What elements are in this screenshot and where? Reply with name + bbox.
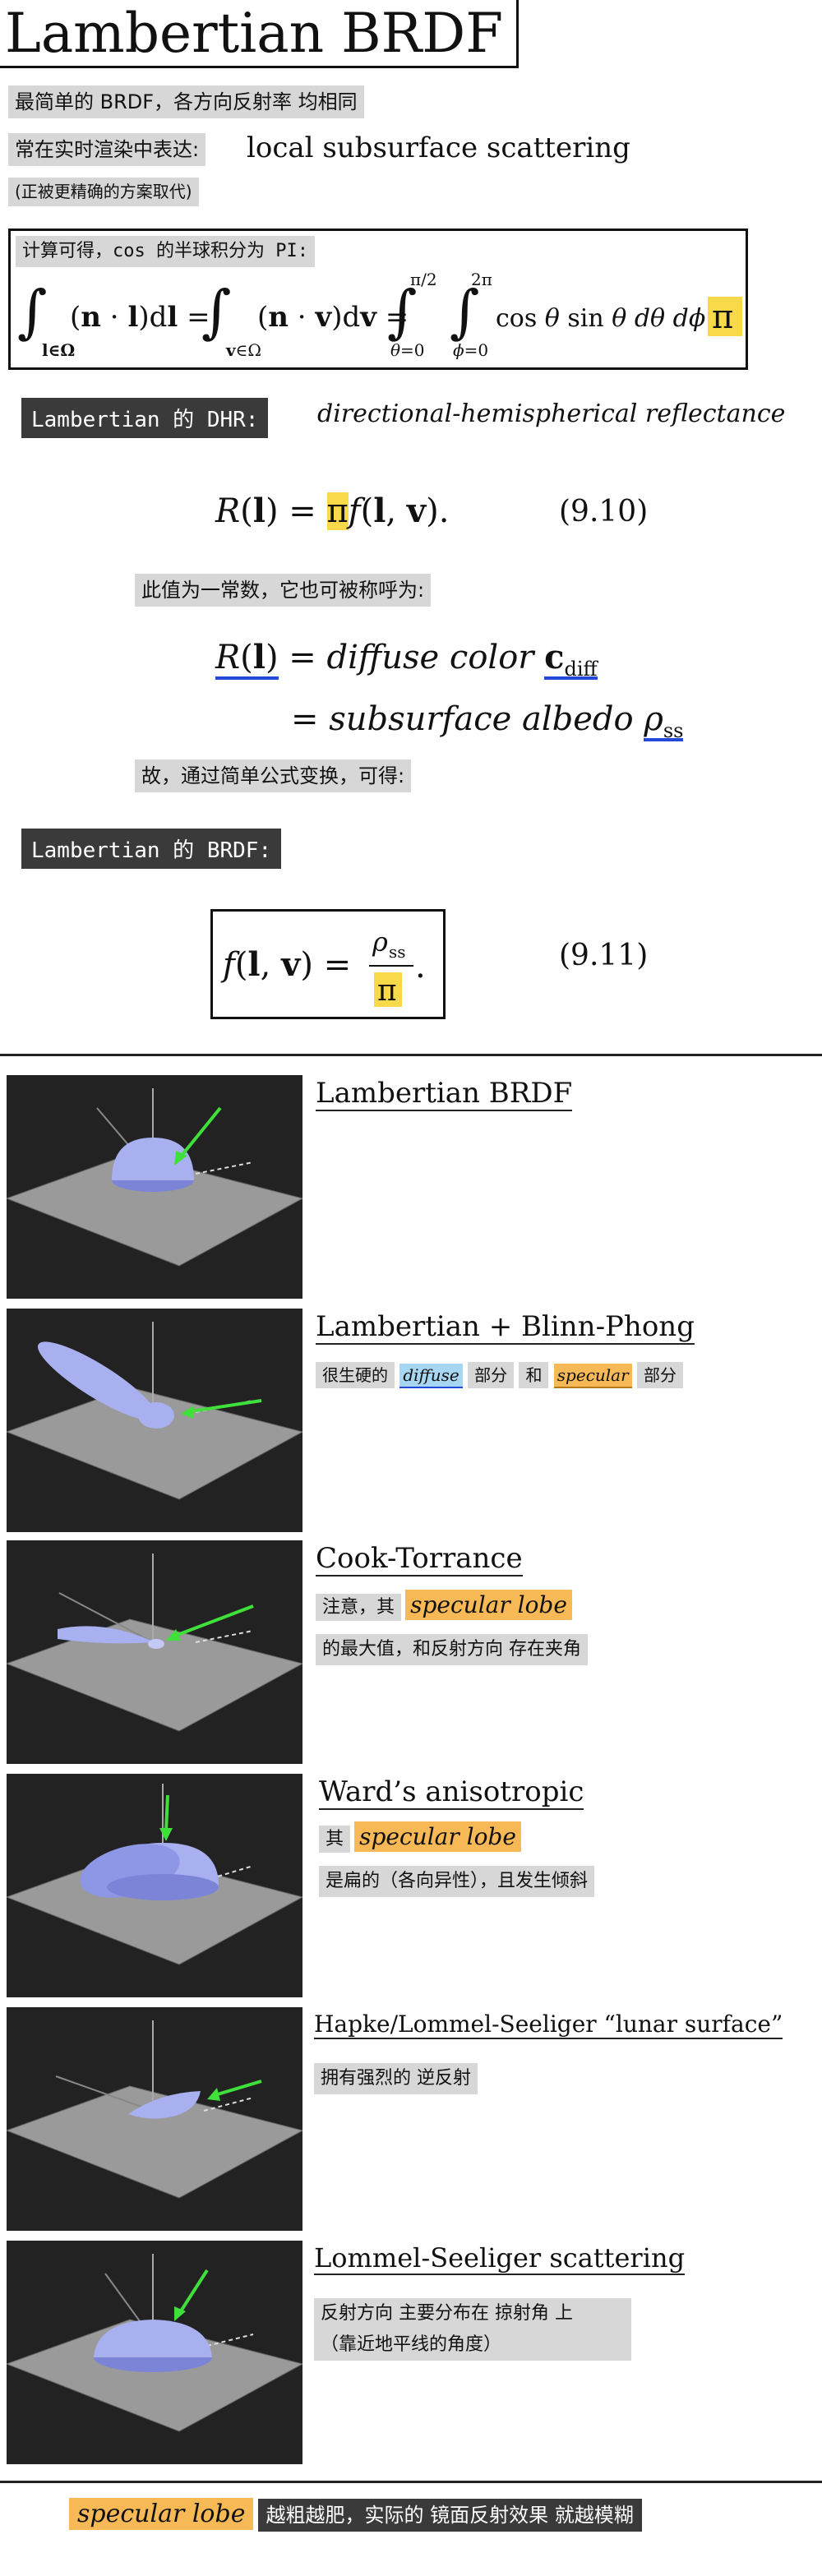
section-divider (0, 1054, 822, 1056)
integral-equation: ∫ l∈Ω (n · l)dl = ∫ v∈Ω (n · v)dv = ∫ π/… (17, 270, 742, 360)
svg-text:l∈Ω: l∈Ω (42, 340, 75, 360)
svg-text:π/2: π/2 (410, 270, 437, 289)
note-2-part-6: 部分 (637, 1362, 684, 1388)
rho-symbol: ρ (644, 700, 663, 738)
eq-number-9-11: (9.11) (559, 939, 649, 972)
note-4-prefix: 其 (319, 1826, 351, 1853)
svg-text:θ=0: θ=0 (390, 340, 425, 360)
equation-9-11-box: f(l, v) = ρ ss π . (210, 909, 446, 1019)
dhr-text: directional-hemispherical reflectance (317, 399, 786, 428)
rho-subscript: ss (663, 719, 684, 742)
constant-note: 此值为一常数，它也可被称呼为: (135, 574, 432, 607)
diffuse-color-text: diffuse color (326, 639, 534, 676)
equation-9-10: R(l) = πf(l, v). (215, 492, 450, 530)
integral-label: 计算可得，cos 的半球积分为 PI: (16, 236, 315, 267)
note-3-prefix: 注意，其 (316, 1594, 402, 1621)
footer-divider (0, 2481, 822, 2483)
cdiff-subscript: diff (564, 658, 598, 681)
svg-text:(n · v)dv =: (n · v)dv = (257, 301, 409, 334)
note-2-part-3: 部分 (468, 1362, 515, 1388)
brdf-label: Lambertian 的 BRDF: (21, 829, 282, 869)
svg-text:cos θ sin θ dθ dϕ =: cos θ sin θ dθ dϕ = (496, 304, 734, 333)
model-note-5: 拥有强烈的 逆反射 (314, 2063, 478, 2094)
thumb-ward-anisotropic (7, 1774, 302, 1997)
intro-line-2-tail: local subsurface scattering (247, 132, 630, 164)
equation-diffuse-color: R(l) = diffuse color cdiff (215, 638, 598, 681)
intro-line-3: (正被更精确的方案取代) (8, 178, 199, 206)
thumb-blinn-phong (7, 1309, 302, 1532)
svg-text:2π: 2π (471, 270, 492, 289)
model-note-4b: 是扁的（各向异性），且发生倾斜 (319, 1866, 595, 1897)
derive-note: 故，通过简单公式变换，可得: (135, 759, 412, 793)
integral-box: 计算可得，cos 的半球积分为 PI: ∫ l∈Ω (n · l)dl = ∫ … (8, 229, 748, 370)
note-2-specular: specular (553, 1364, 632, 1388)
thumb-cook-torrance (7, 1540, 302, 1764)
svg-text:v∈Ω: v∈Ω (225, 340, 261, 360)
svg-text:ϕ=0: ϕ=0 (453, 340, 488, 360)
model-title-1: Lambertian BRDF (316, 1077, 573, 1111)
svg-text:ss: ss (389, 942, 406, 962)
model-note-3b: 的最大值，和反射方向 存在夹角 (316, 1634, 588, 1665)
thumb-lambertian (7, 1075, 302, 1299)
footer-text: 越粗越肥，实际的 镜面反射效果 就越模糊 (257, 2499, 642, 2532)
svg-text:.: . (415, 948, 426, 986)
eq-number-9-10: (9.10) (559, 495, 649, 529)
footer-specular-lobe: specular lobe (69, 2498, 254, 2530)
model-title-4: Ward’s anisotropic (319, 1775, 584, 1810)
equation-subsurface-albedo: = subsurface albedo ρss (291, 700, 684, 742)
thumb-hapke-lunar (7, 2007, 302, 2231)
svg-text:f(l, v) =: f(l, v) = (220, 945, 351, 984)
integral-pi: π (712, 298, 733, 336)
subsurface-albedo-text: subsurface albedo (329, 700, 634, 738)
note-3-specular-lobe: specular lobe (405, 1590, 572, 1620)
intro-line-1: 最简单的 BRDF，各方向反射率 均相同 (8, 85, 364, 119)
footer-note: specular lobe 越粗越肥，实际的 镜面反射效果 就越模糊 (69, 2498, 642, 2532)
svg-text:∫: ∫ (201, 278, 231, 345)
page-title: Lambertian BRDF (0, 0, 519, 68)
note-4-specular-lobe: specular lobe (354, 1821, 521, 1852)
model-note-4a: 其 specular lobe (319, 1821, 521, 1853)
model-note-6b: （靠近地平线的角度） (314, 2329, 631, 2361)
model-note-3a: 注意，其 specular lobe (316, 1590, 572, 1621)
svg-text:(n · l)dl =: (n · l)dl = (70, 301, 210, 334)
svg-text:ρ: ρ (372, 926, 388, 958)
intro-line-2: 常在实时渲染中表达: (8, 133, 206, 167)
model-title-3: Cook-Torrance (316, 1542, 523, 1577)
model-title-6: Lommel-Seeliger scattering (314, 2242, 686, 2275)
model-title-5: Hapke/Lommel-Seeliger “lunar surface” (314, 2010, 783, 2039)
svg-text:π: π (377, 974, 397, 1008)
model-note-2: 很生硬的 diffuse 部分 和 specular 部分 (316, 1362, 684, 1388)
note-2-diffuse: diffuse (399, 1364, 463, 1388)
svg-text:∫: ∫ (17, 278, 47, 345)
svg-text:∫: ∫ (450, 278, 479, 345)
model-note-6a: 反射方向 主要分布在 掠射角 上 (314, 2298, 631, 2329)
cdiff-symbol: c (544, 638, 565, 676)
note-2-part-4: 和 (519, 1362, 549, 1388)
note-2-part-1: 很生硬的 (316, 1362, 395, 1388)
model-title-2: Lambertian + Blinn-Phong (316, 1310, 695, 1345)
equation-9-11: f(l, v) = ρ ss π . (220, 926, 426, 1008)
thumb-lommel-seeliger (7, 2241, 302, 2464)
dhr-label: Lambertian 的 DHR: (21, 398, 269, 438)
svg-text:∫: ∫ (387, 278, 417, 345)
